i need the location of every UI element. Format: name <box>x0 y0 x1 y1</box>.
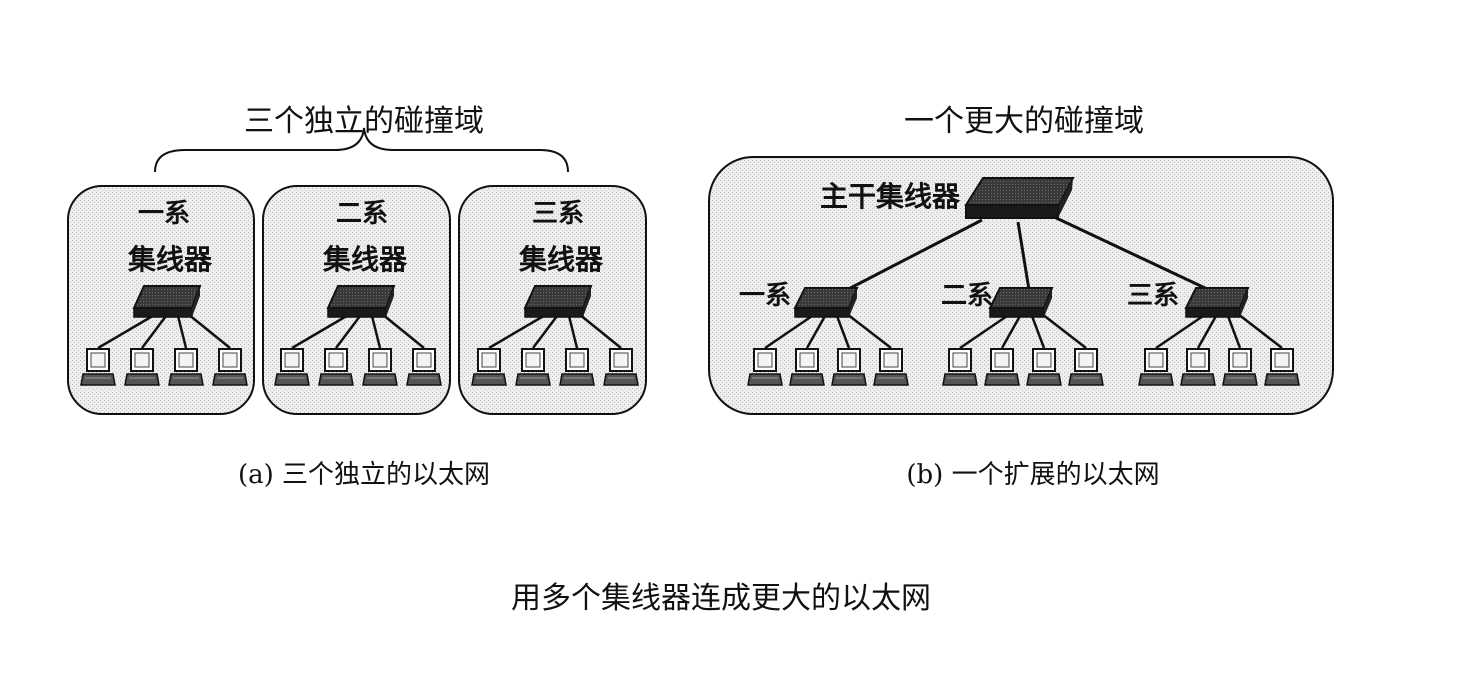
caption-b: (b) 一个扩展的以太网 <box>906 460 1159 490</box>
dept-label-2: 二系 <box>336 199 388 229</box>
backbone-link-2 <box>1016 221 1032 297</box>
panel-a: 三个独立的碰撞域 一系 集线器 二系 集线器 三系 集线器 (a) 三个独立的以… <box>67 104 647 490</box>
dept-label-b2: 二系 <box>941 281 993 311</box>
dept-label-b3: 三系 <box>1127 281 1179 311</box>
backbone-link-3 <box>1051 214 1223 298</box>
large-collision-domain-box <box>708 156 1334 415</box>
figure-caption: 用多个集线器连成更大的以太网 <box>511 581 931 616</box>
hub-label-3: 集线器 <box>518 243 604 276</box>
backbone-link-1 <box>834 218 983 298</box>
panel-b: 一个更大的碰撞域 主干集线器 一系 二系 三系 (b) 一个扩展的以太网 <box>708 104 1334 490</box>
dept-label-1: 一系 <box>138 199 190 229</box>
panel-b-title: 一个更大的碰撞域 <box>904 104 1144 139</box>
dept-label-3: 三系 <box>532 199 584 229</box>
hub-label-2: 集线器 <box>322 243 408 276</box>
dept-label-b1: 一系 <box>739 281 791 311</box>
brace-label: 三个独立的碰撞域 <box>244 104 484 139</box>
backbone-hub-icon <box>964 177 1075 219</box>
caption-a: (a) 三个独立的以太网 <box>238 460 490 490</box>
curly-brace <box>154 127 569 173</box>
hub-label-1: 集线器 <box>127 243 213 276</box>
backbone-hub-label: 主干集线器 <box>820 180 961 213</box>
